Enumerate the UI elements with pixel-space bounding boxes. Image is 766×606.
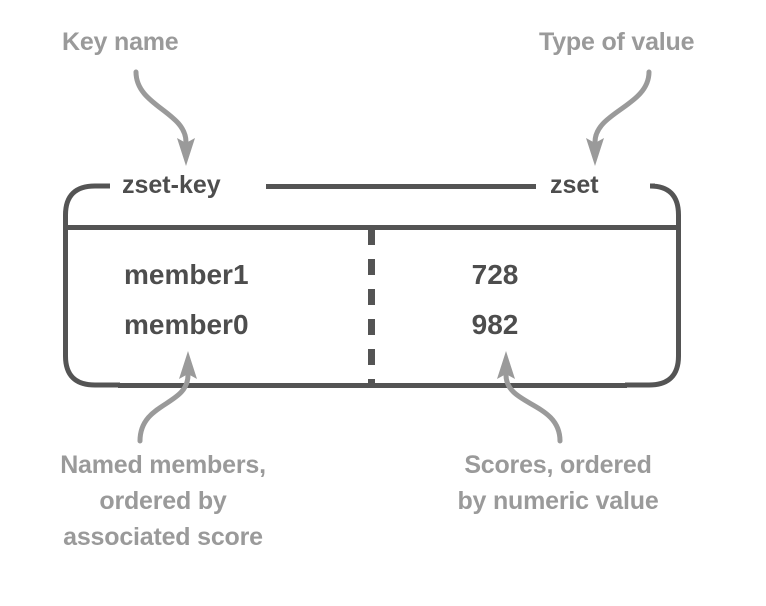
annotation-named-members: Named members, ordered by associated sco… — [60, 451, 266, 551]
zset-member-name: member0 — [124, 309, 249, 340]
zset-member-name: member1 — [124, 259, 249, 290]
value-type-label: zset — [541, 173, 608, 198]
arrow-scores-caption-curve — [503, 372, 563, 444]
zset-member-score: 728 — [471, 259, 519, 290]
annotation-type-of-value: Type of value — [539, 28, 695, 56]
arrow-members-caption-curve — [137, 372, 191, 444]
zset-member-score: 982 — [471, 309, 519, 340]
arrowhead-type-of-value — [586, 138, 604, 166]
box-right-outline — [625, 183, 681, 388]
arrowhead-members-caption — [179, 351, 197, 379]
arrow-type-of-value-curve — [592, 69, 652, 145]
arrow-key-name-curve — [133, 69, 189, 145]
arrowhead-key-name — [177, 138, 195, 166]
box-left-outline — [63, 183, 120, 388]
annotation-scores: Scores, ordered by numeric value — [457, 451, 659, 515]
key-name-label: zset-key — [113, 173, 230, 198]
arrowhead-scores-caption — [497, 351, 515, 379]
annotation-key-name: Key name — [62, 28, 179, 56]
